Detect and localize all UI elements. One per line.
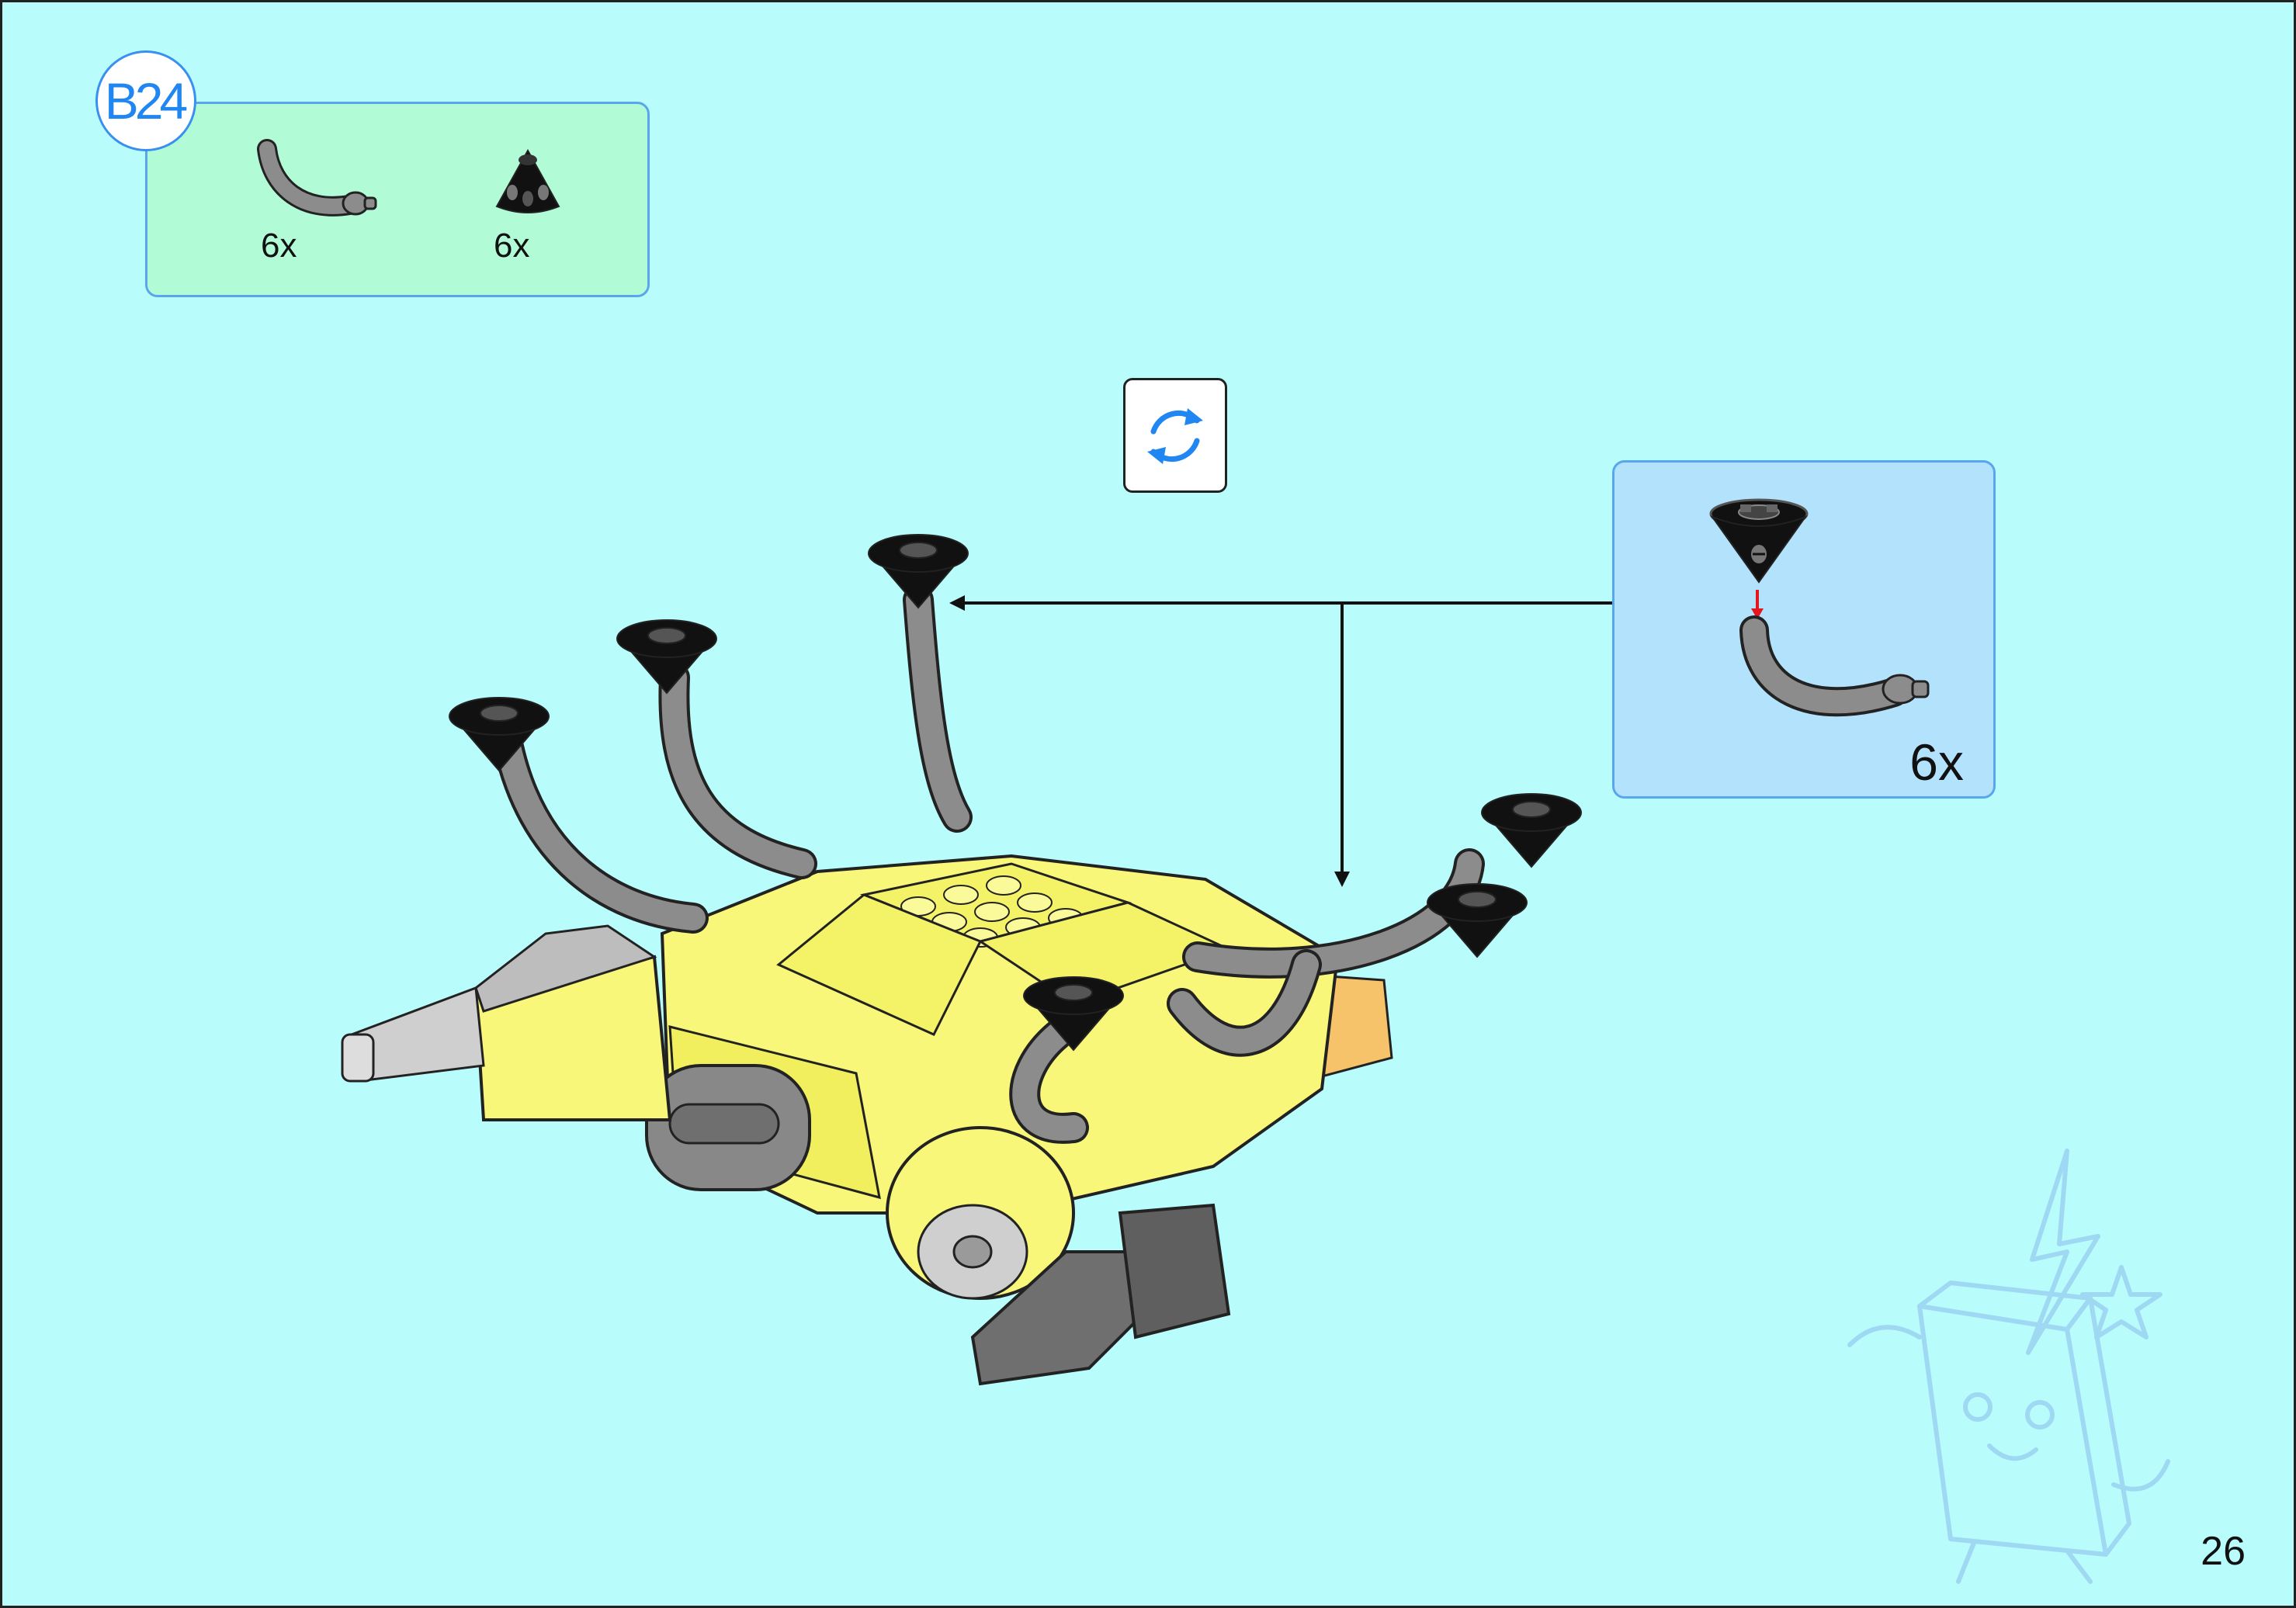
step-number: B24	[104, 72, 188, 130]
mascot-watermark	[1847, 1149, 2170, 1584]
parts-list: 6x 6x	[145, 102, 650, 297]
curved-hose-icon	[257, 139, 377, 217]
step-number-badge: B24	[95, 50, 196, 151]
subassembly-qty: 6x	[1909, 733, 1964, 791]
subassembly-callout: 6x	[1612, 460, 1996, 799]
part-qty-hose: 6x	[261, 227, 297, 265]
page-number: 26	[2201, 1529, 2246, 1574]
part-qty-cone: 6x	[494, 227, 530, 265]
rotate-model-indicator	[1123, 378, 1227, 493]
insert-arrow-icon	[1751, 590, 1764, 619]
cone-icon	[1709, 498, 1809, 584]
cone-icon	[495, 148, 560, 213]
rotate-icon	[1147, 408, 1203, 464]
curved-hose-icon	[1739, 615, 1930, 717]
